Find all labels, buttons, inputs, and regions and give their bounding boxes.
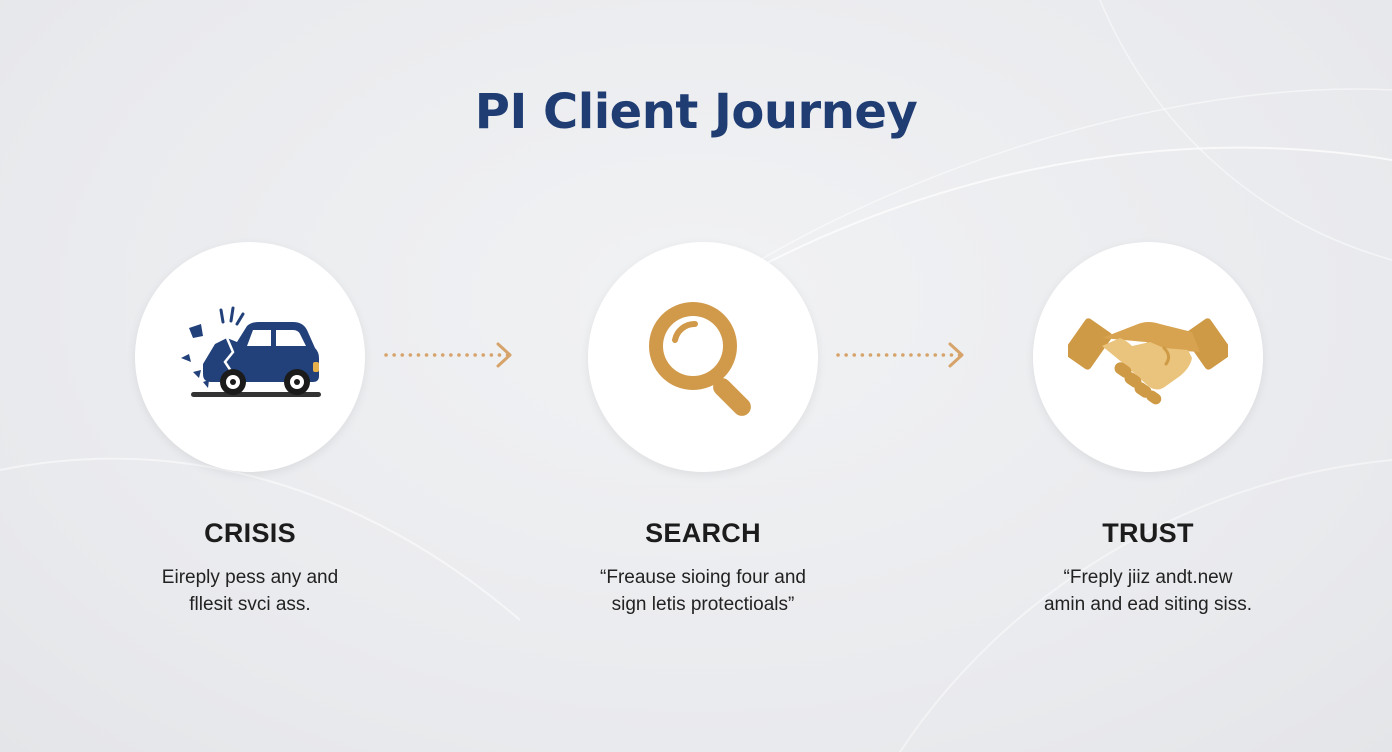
step-description-line: Eireply pess any and: [161, 567, 339, 588]
step-description: “Freause sioing four and sign letis prot…: [553, 564, 853, 618]
step-description: Eireply pess any and fllesit svci ass.: [100, 564, 400, 618]
step-label: CRISIS: [204, 518, 296, 548]
page-title: PI Client Journey: [474, 84, 918, 140]
step-description-line: “Freply jiiz andt.new: [1063, 567, 1233, 588]
step-description: “Freply jiiz andt.new amin and ead sitin…: [998, 564, 1298, 618]
handshake-icon: [1068, 318, 1228, 405]
step-label: TRUST: [1102, 518, 1194, 548]
step-description-line: sign letis protectioals”: [611, 594, 795, 615]
step-label: SEARCH: [645, 518, 761, 548]
magnifying-glass-icon: [649, 302, 751, 416]
step-icon-circle: [135, 242, 365, 472]
step-icon-circle: [588, 242, 818, 472]
step-description-line: fllesit svci ass.: [189, 594, 311, 615]
dotted-arrow-icon: [384, 342, 512, 368]
dotted-arrow-icon: [836, 342, 964, 368]
step-description-line: “Freause sioing four and: [600, 567, 806, 588]
step-icon-circle: [1033, 242, 1263, 472]
step-description-line: amin and ead siting siss.: [1043, 594, 1253, 615]
car-crash-icon: [181, 306, 321, 397]
